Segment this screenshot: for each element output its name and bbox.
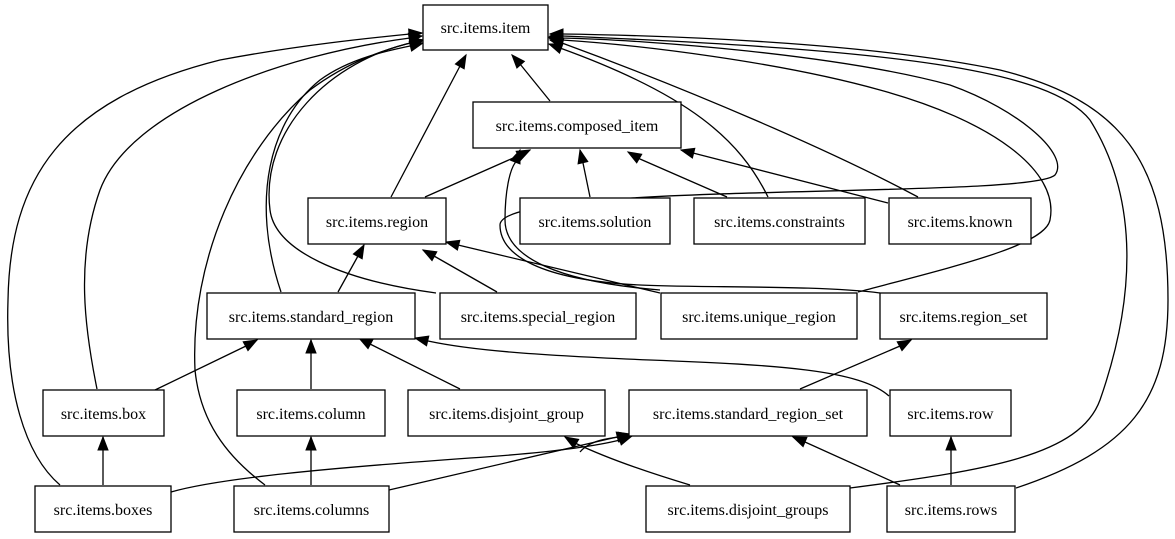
node-region[interactable]: src.items.region	[307, 197, 447, 245]
node-label-boxes: src.items.boxes	[54, 502, 153, 519]
node-rows[interactable]: src.items.rows	[886, 485, 1016, 533]
node-columns[interactable]: src.items.columns	[233, 485, 390, 533]
edge-known-to-composed-item-arrowhead	[679, 147, 696, 159]
edge-columns-to-item-arrowhead	[409, 37, 426, 49]
node-label-unique-region: src.items.unique_region	[682, 309, 836, 326]
node-solution[interactable]: src.items.solution	[519, 197, 671, 245]
edge-constraints-to-composed-item	[627, 151, 728, 198]
node-label-row: src.items.row	[907, 406, 994, 423]
node-label-special-region: src.items.special_region	[461, 309, 616, 326]
edge-solution-to-composed-item-arrowhead	[577, 148, 589, 165]
node-label-solution: src.items.solution	[539, 214, 652, 231]
node-box[interactable]: src.items.box	[42, 389, 165, 437]
edge-rows-to-standard-region-set	[792, 436, 901, 486]
edge-boxes-to-box-arrowhead	[97, 435, 109, 451]
node-label-constraints: src.items.constraints	[714, 214, 845, 231]
node-column[interactable]: src.items.column	[236, 389, 386, 437]
node-label-composed-item: src.items.composed_item	[496, 118, 659, 135]
edge-unique-region-to-region-arrowhead	[444, 239, 461, 251]
edge-box-to-standard-region-arrowhead	[242, 339, 259, 352]
edge-region-to-item-arrowhead	[454, 53, 467, 70]
edge-rows-to-standard-region-set-arrowhead	[791, 436, 808, 448]
edge-column-to-standard-region-arrowhead	[305, 338, 317, 354]
edge-special-region-to-region-arrowhead	[421, 249, 438, 262]
node-unique-region[interactable]: src.items.unique_region	[660, 292, 858, 340]
node-label-region: src.items.region	[326, 214, 428, 231]
edge-standard-region-set-to-region-set-arrowhead	[896, 339, 913, 352]
node-row[interactable]: src.items.row	[889, 389, 1012, 437]
node-label-item: src.items.item	[441, 20, 531, 37]
node-label-region-set: src.items.region_set	[900, 309, 1029, 326]
edge-row-to-standard-region-arrowhead	[413, 335, 430, 347]
nodes: src.items.item src.items.composed_item s…	[34, 4, 1048, 533]
node-label-rows: src.items.rows	[905, 502, 997, 519]
node-standard-region[interactable]: src.items.standard_region	[206, 292, 416, 340]
edge-standard-region-to-region-arrowhead	[352, 243, 365, 260]
edge-rows-to-item-arrowhead	[548, 28, 564, 40]
node-label-disjoint-group: src.items.disjoint_group	[429, 406, 584, 423]
edge-rows-to-row-arrowhead	[945, 435, 957, 451]
edge-boxes-to-item	[7, 32, 423, 486]
node-label-known: src.items.known	[908, 214, 1013, 231]
edge-composed-item-to-item-arrowhead	[511, 53, 526, 69]
edge-region-set-to-composed-item-arrowhead	[509, 148, 521, 165]
edge-box-to-item	[83, 35, 423, 390]
edge-unique-region-to-item	[548, 37, 1052, 293]
edge-columns-to-item	[194, 39, 425, 486]
node-label-column: src.items.column	[256, 406, 365, 423]
edges	[7, 28, 1169, 493]
node-known[interactable]: src.items.known	[888, 197, 1032, 245]
node-special-region[interactable]: src.items.special_region	[439, 292, 637, 340]
edge-row-to-standard-region	[414, 337, 890, 397]
edge-columns-to-column-arrowhead	[305, 435, 317, 451]
edge-constraints-to-item	[548, 43, 769, 198]
node-composed-item[interactable]: src.items.composed_item	[472, 101, 682, 149]
node-disjoint-groups[interactable]: src.items.disjoint_groups	[645, 485, 851, 533]
node-standard-region-set[interactable]: src.items.standard_region_set	[628, 389, 868, 437]
node-label-standard-region: src.items.standard_region	[229, 309, 393, 326]
node-item[interactable]: src.items.item	[422, 4, 549, 51]
edge-rows-to-item	[550, 33, 1169, 489]
edge-disjoint-groups-to-item	[550, 35, 1128, 489]
edge-region-to-item	[390, 54, 467, 198]
edge-boxes-to-item-arrowhead	[408, 28, 424, 40]
node-label-columns: src.items.columns	[254, 502, 370, 519]
edge-special-region-to-item	[268, 39, 437, 294]
edge-standard-region-set-to-region-set	[799, 339, 912, 390]
node-disjoint-group[interactable]: src.items.disjoint_group	[407, 389, 606, 437]
node-label-disjoint-groups: src.items.disjoint_groups	[668, 502, 829, 519]
edge-disjoint-groups-to-disjoint-group	[564, 436, 691, 486]
edge-boxes-to-standard-region-set	[170, 435, 633, 493]
edge-constraints-to-composed-item-arrowhead	[626, 151, 643, 164]
node-label-standard-region-set: src.items.standard_region_set	[653, 406, 844, 423]
node-constraints[interactable]: src.items.constraints	[693, 197, 866, 245]
node-boxes[interactable]: src.items.boxes	[34, 485, 172, 533]
edge-region-set-to-item	[499, 36, 1059, 294]
edge-box-to-standard-region	[154, 339, 258, 391]
edge-region-set-to-composed-item	[504, 149, 661, 291]
edge-disjoint-groups-to-disjoint-group-arrowhead	[563, 436, 580, 449]
edge-standard-region-to-item	[265, 42, 424, 293]
node-label-box: src.items.box	[61, 406, 146, 423]
edge-unique-region-to-region	[445, 241, 661, 294]
node-region-set[interactable]: src.items.region_set	[879, 292, 1048, 340]
edge-known-to-item	[549, 39, 919, 198]
edge-disjoint-group-to-standard-region	[358, 337, 461, 390]
